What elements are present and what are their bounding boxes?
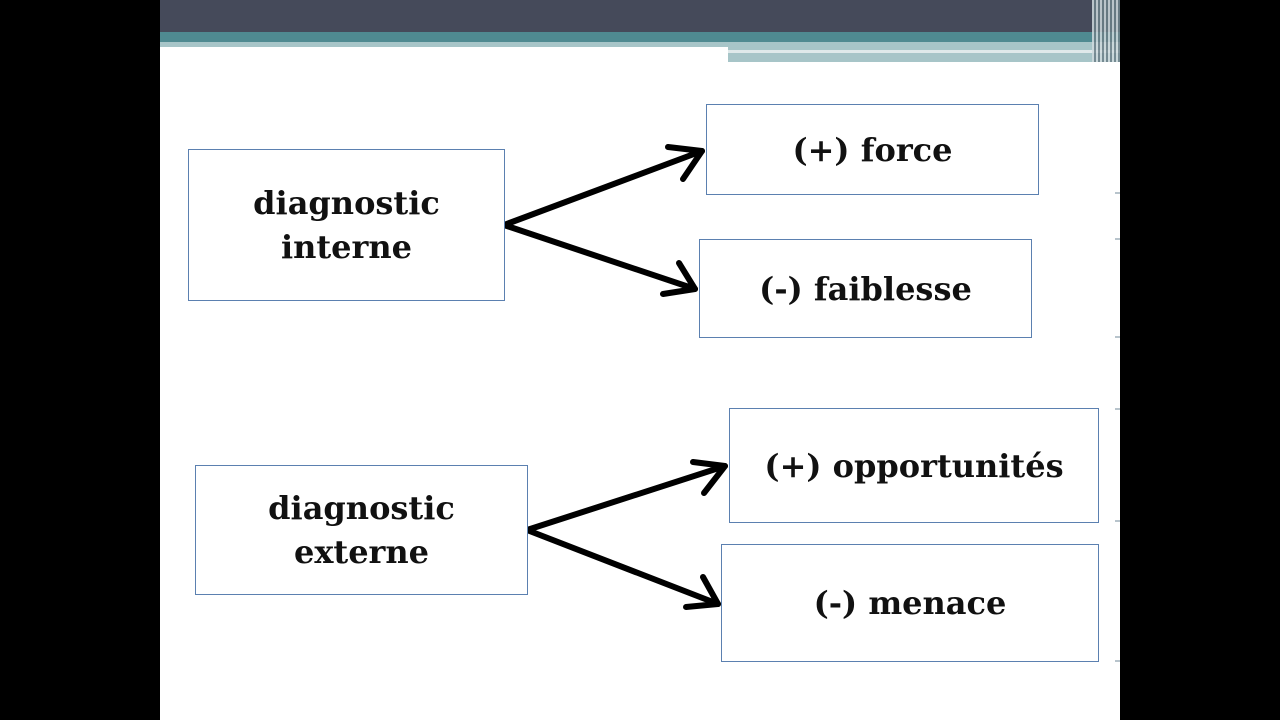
edge-mark	[1115, 660, 1120, 662]
edge-mark	[1115, 192, 1120, 194]
edge-mark	[1115, 520, 1120, 522]
arrow-external-to-menace	[524, 527, 721, 610]
box-label: (-) faiblesse	[759, 269, 972, 308]
box-opportunites: (+) opportunités	[729, 408, 1099, 523]
box-force: (+) force	[706, 104, 1039, 195]
arrows-layer	[501, 144, 728, 610]
edge-mark	[1115, 336, 1120, 338]
slide: diagnostic interne (+) force (-) faibles…	[160, 0, 1120, 720]
arrow-internal-to-force	[501, 144, 705, 228]
slide-header-rule-right	[728, 42, 1120, 62]
box-label: (+) opportunités	[764, 446, 1064, 485]
box-label: diagnostic interne	[253, 184, 440, 266]
box-label: diagnostic externe	[268, 489, 455, 571]
slide-header-bar	[160, 0, 1120, 32]
box-label: (-) menace	[813, 584, 1007, 622]
edge-mark	[1115, 408, 1120, 410]
arrow-external-to-opportunites	[524, 459, 728, 533]
box-diagnostic-externe: diagnostic externe	[195, 465, 528, 595]
box-label: (+) force	[792, 130, 953, 169]
header-stripe-decoration	[1092, 0, 1120, 62]
box-faiblesse: (-) faiblesse	[699, 239, 1032, 338]
slide-header-accent	[160, 32, 1120, 42]
arrow-internal-to-faiblesse	[501, 222, 698, 297]
box-menace: (-) menace	[721, 544, 1099, 662]
edge-mark	[1115, 238, 1120, 240]
box-diagnostic-interne: diagnostic interne	[188, 149, 505, 301]
slide-header-rule-left	[160, 42, 728, 47]
